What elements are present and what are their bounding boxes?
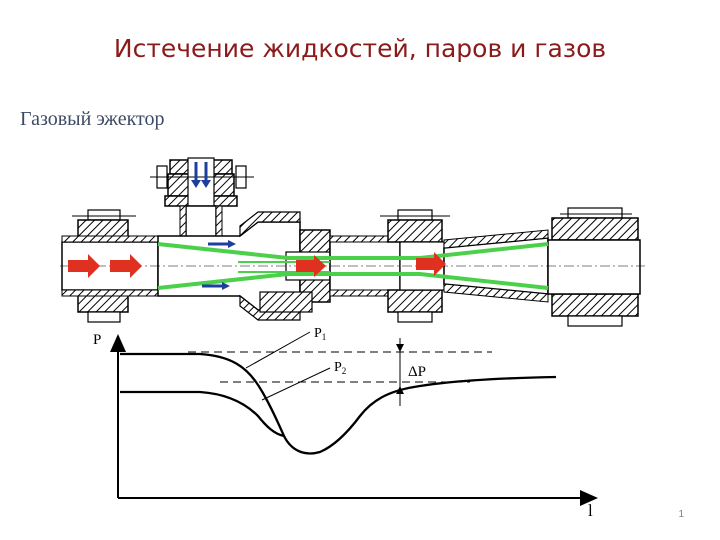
diffuser-throat	[329, 235, 401, 297]
p1-label: P1	[314, 326, 326, 342]
mixing-chamber	[157, 211, 331, 321]
nozzle-arrow	[296, 255, 326, 277]
x-axis-label: l	[588, 501, 593, 520]
inlet-arrow-2	[110, 254, 142, 278]
pressure-curve-p2	[120, 390, 285, 438]
delta-p-label: ΔP	[408, 364, 426, 380]
pressure-curve-p1	[120, 352, 557, 455]
right-flange	[547, 207, 641, 327]
y-axis-label: P	[93, 332, 101, 348]
diffuser-arrow	[416, 252, 446, 276]
ejector-body	[60, 157, 645, 327]
p2-label: P2	[334, 360, 346, 376]
p2-leader-line	[261, 367, 331, 401]
slide-title: Истечение жидкостей, паров и газов	[113, 34, 607, 63]
p1-leader-line	[245, 331, 311, 369]
slide-subtitle: Газовый эжектор	[20, 108, 165, 130]
main-flow-arrows	[68, 252, 446, 278]
suction-pipe	[150, 157, 254, 243]
middle-flange	[380, 209, 450, 323]
pressure-graph: P l P1 P2 ΔP	[93, 326, 598, 520]
inlet-arrow-1	[68, 254, 100, 278]
page-number: 1	[678, 509, 684, 520]
suction-flow-arrows	[191, 162, 236, 290]
